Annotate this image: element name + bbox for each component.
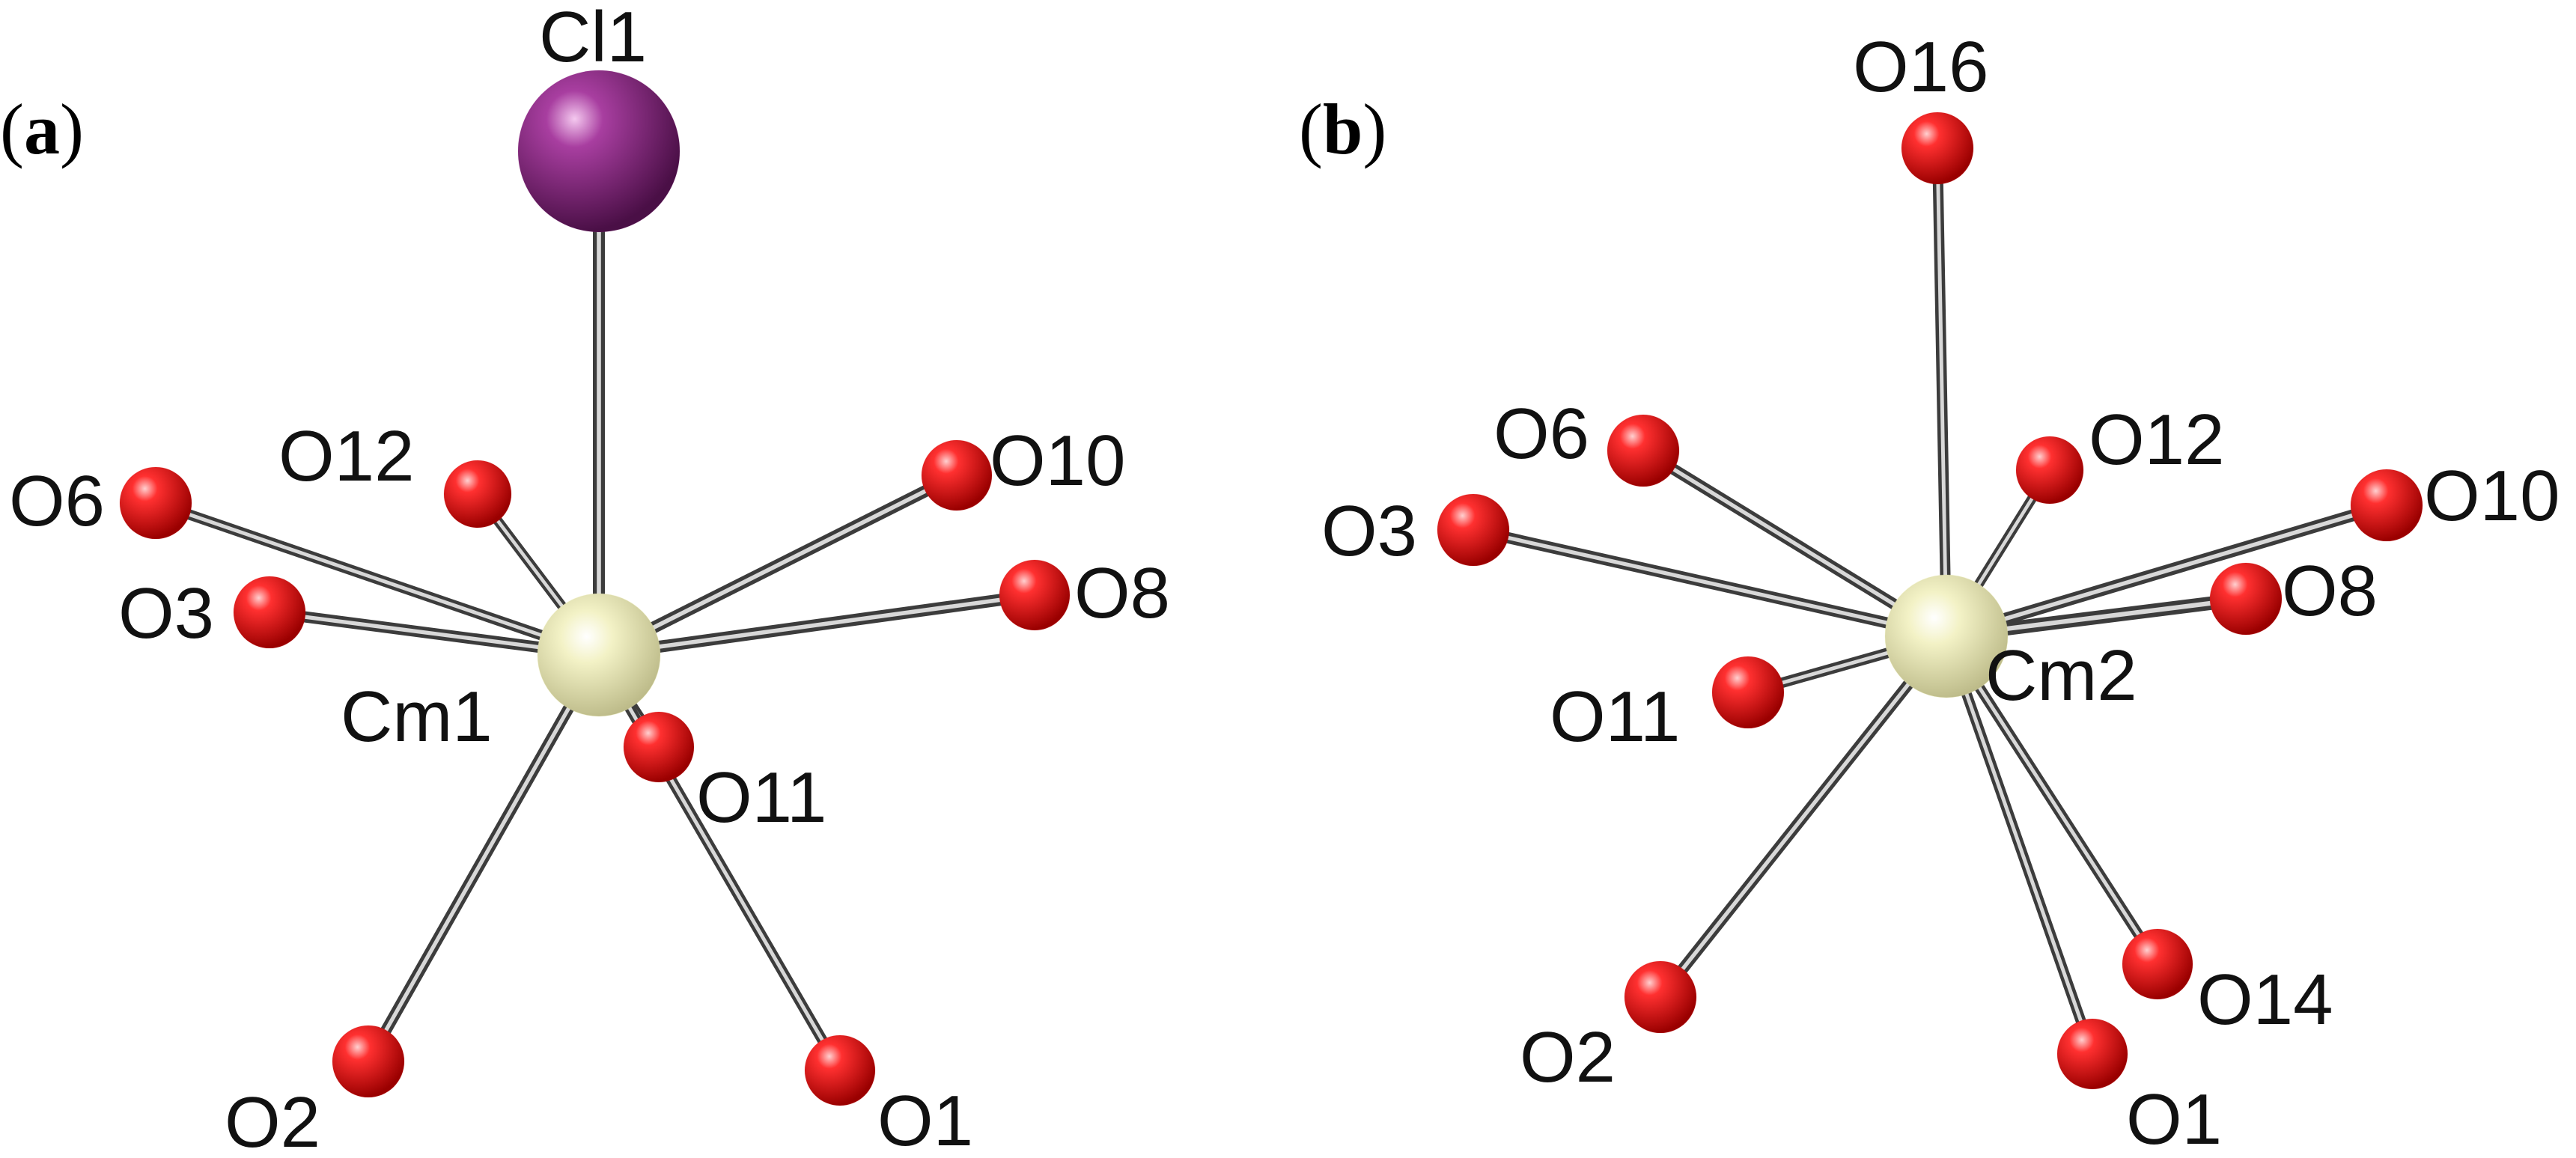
atom-o12 xyxy=(2015,436,2084,505)
atom-label-o11: O11 xyxy=(696,758,826,838)
bond-highlight-o10 xyxy=(1944,503,2389,639)
atom-label-o6: O6 xyxy=(1493,394,1589,474)
atom-o3 xyxy=(1437,493,1510,567)
atom-label-o8: O8 xyxy=(2282,551,2378,631)
atom-o1 xyxy=(2056,1018,2128,1090)
atom-o1 xyxy=(804,1034,876,1106)
atom-label-o3: O3 xyxy=(118,573,214,653)
atom-o8 xyxy=(999,559,1071,631)
atom-label-o1: O1 xyxy=(877,1081,973,1158)
atom-o12 xyxy=(443,460,512,528)
atom-label-o10: O10 xyxy=(2424,456,2560,536)
atom-o10 xyxy=(921,439,993,511)
bond-highlight-o1 xyxy=(1944,634,2095,1056)
atom-label-o1: O1 xyxy=(2126,1079,2222,1158)
atom-label-o16: O16 xyxy=(1853,27,1988,107)
bond-highlight-o16 xyxy=(1935,146,1949,639)
panel-b-label: (b) xyxy=(1299,89,1386,169)
atom-label-o8: O8 xyxy=(1074,553,1170,633)
atom-label-cm1: Cm1 xyxy=(341,677,493,757)
atom-cm2 xyxy=(1884,574,2009,698)
atom-label-cm2: Cm2 xyxy=(1985,636,2137,716)
bond-highlight-o3 xyxy=(1471,528,1949,639)
atom-o2 xyxy=(1624,960,1697,1034)
atom-o10 xyxy=(2350,469,2423,542)
bond-highlight-o2 xyxy=(366,653,601,1064)
bond-highlight-o1 xyxy=(597,653,842,1073)
bond-highlight-o6 xyxy=(153,501,601,657)
atom-label-o10: O10 xyxy=(990,421,1125,501)
atom-o11 xyxy=(623,711,695,783)
panel-a-label: (a) xyxy=(0,89,84,169)
atom-label-o12: O12 xyxy=(278,416,414,496)
atom-o16 xyxy=(1901,112,1974,185)
atom-o14 xyxy=(2122,928,2193,1000)
atom-label-o6: O6 xyxy=(9,461,105,541)
bond-highlight-o10 xyxy=(597,473,959,657)
atom-label-o2: O2 xyxy=(225,1082,320,1158)
atom-o11 xyxy=(1711,656,1785,729)
atom-o3 xyxy=(233,576,306,649)
panel-b-atoms xyxy=(1437,112,2423,1090)
atom-label-o3: O3 xyxy=(1321,491,1417,571)
atom-o8 xyxy=(2209,562,2283,636)
atom-label-o14: O14 xyxy=(2197,960,2333,1040)
atom-label-o11: O11 xyxy=(1550,677,1680,757)
bond-highlight-o2 xyxy=(1658,634,1949,999)
atom-label-o2: O2 xyxy=(1520,1017,1616,1097)
atom-label-o12: O12 xyxy=(2089,400,2224,480)
atom-o6 xyxy=(1607,414,1680,487)
panel-a-atoms xyxy=(119,70,1071,1106)
atom-o6 xyxy=(119,466,192,540)
atom-o2 xyxy=(332,1025,405,1098)
atom-cl1 xyxy=(517,70,680,233)
bond-highlight-o8 xyxy=(597,593,1037,657)
atom-cm1 xyxy=(537,593,661,717)
bond-highlight-o14 xyxy=(1944,634,2160,966)
atom-label-cl1: Cl1 xyxy=(539,0,647,77)
